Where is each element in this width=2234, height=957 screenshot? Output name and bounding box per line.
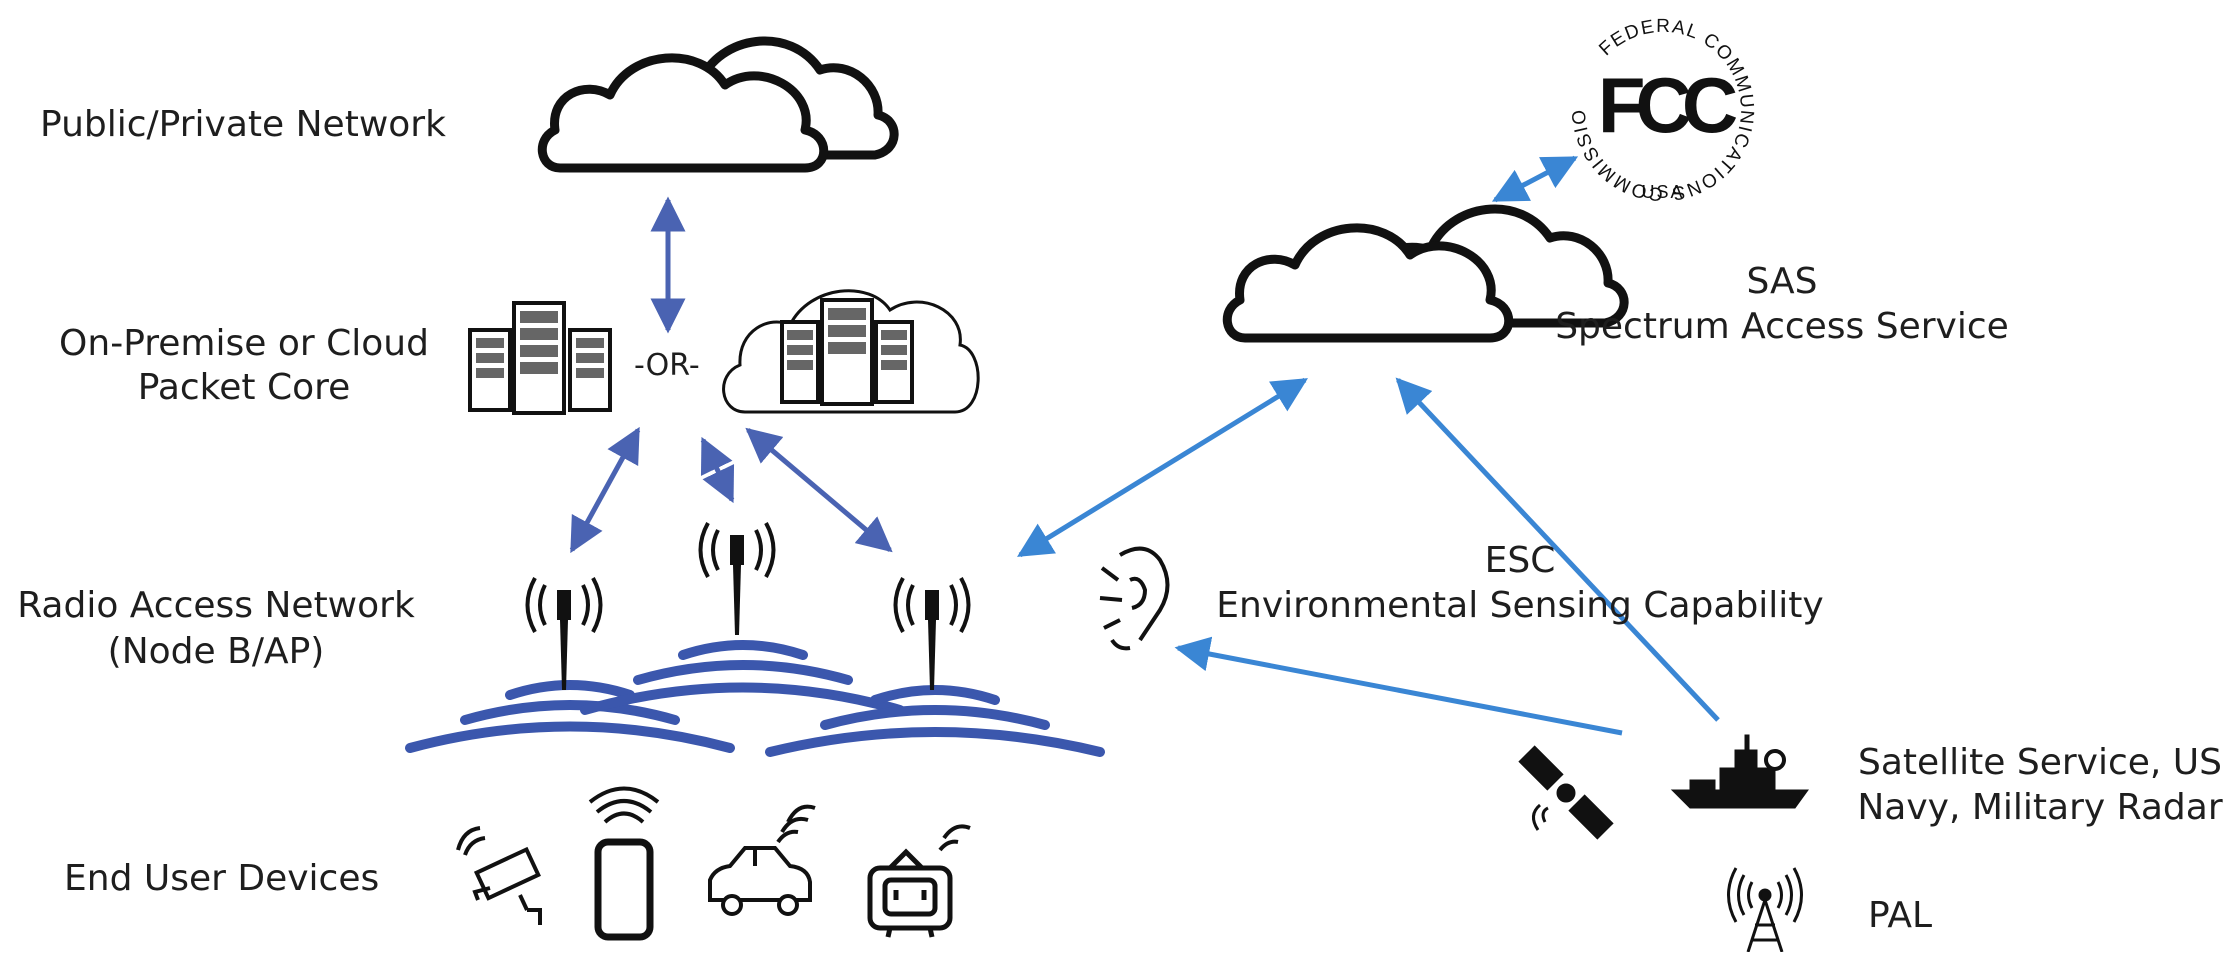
sas-label-line1: SAS [1746, 261, 1818, 302]
navy-ship-icon [1670, 734, 1809, 809]
packet-core-label-line1: On-Premise or Cloud [59, 323, 429, 364]
listening-ear-icon [1099, 546, 1170, 651]
left-connection-arrows [569, 196, 893, 554]
incumbent-label-line1: Satellite Service, US [1857, 742, 2223, 783]
antenna-tower-icon [1727, 867, 1803, 953]
sas-cloud-icon [1222, 204, 1629, 343]
arrow-incumbent-esc [1174, 636, 1623, 736]
tv-icon [867, 824, 971, 938]
public-network-cloud-icon [537, 36, 899, 173]
arrow-core-tower1 [569, 426, 641, 554]
arrow-incumbent-sas [1395, 377, 1720, 722]
security-camera-icon [456, 826, 542, 925]
cell-tower-icon [525, 522, 971, 690]
esc-label-line1: ESC [1484, 540, 1556, 581]
fcc-seal-monogram: FCC [1598, 61, 1737, 149]
pal-label: PAL [1868, 895, 1933, 936]
right-connection-arrows [1017, 155, 1720, 736]
ran-label-line2: (Node B/AP) [107, 631, 325, 672]
arrow-core-tower2 [700, 436, 735, 504]
ran-label-line1: Radio Access Network [17, 585, 415, 626]
packet-core-label-line2: Packet Core [137, 367, 351, 408]
smartphone-icon [588, 786, 660, 941]
signal-wave-icon [405, 640, 1105, 757]
satellite-icon [1518, 745, 1614, 840]
or-label: -OR- [634, 348, 700, 383]
car-icon [708, 804, 816, 916]
arrow-tower-sas [1017, 377, 1308, 558]
end-user-devices-label: End User Devices [64, 858, 380, 899]
public-private-network-label: Public/Private Network [40, 104, 446, 145]
fcc-seal-country: USA [1641, 182, 1684, 202]
server-rack-icon [468, 301, 612, 415]
esc-label-line2: Environmental Sensing Capability [1216, 585, 1824, 626]
cloud-server-icon [722, 289, 980, 414]
incumbent-label-line2: Navy, Military Radar [1857, 787, 2223, 828]
sas-label-line2: Spectrum Access Service [1555, 306, 2009, 347]
arrow-core-tower3 [745, 427, 893, 553]
arrow-fcc-sas [1491, 155, 1579, 203]
